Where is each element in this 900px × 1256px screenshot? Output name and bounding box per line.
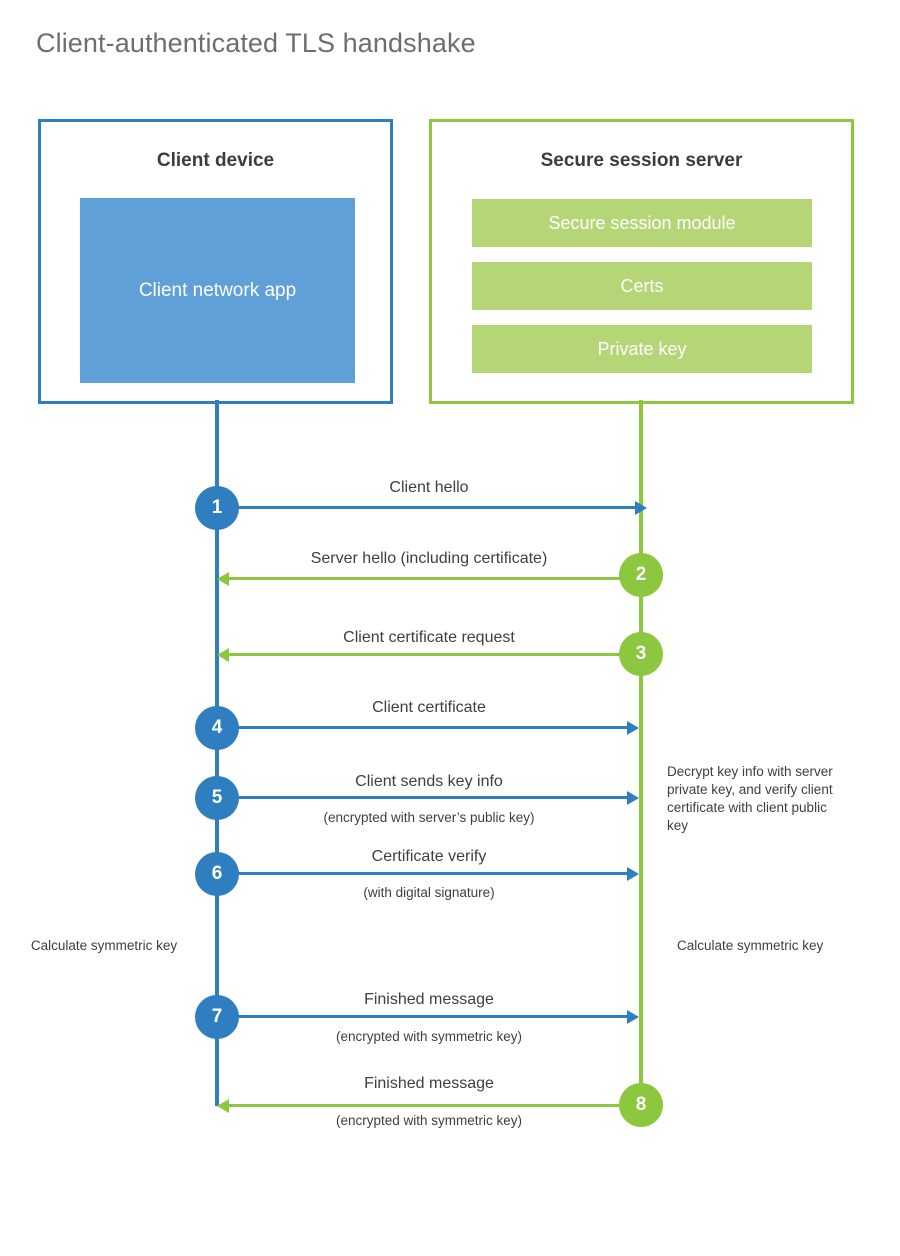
message-arrow-6 <box>219 866 639 881</box>
note-calculate-symmetric-key-client: Calculate symmetric key <box>30 938 178 953</box>
message-arrow-5 <box>219 790 639 805</box>
server-component-private-key: Private key <box>472 325 812 373</box>
server-component-secure-session-module: Secure session module <box>472 199 812 247</box>
step-circle-6[interactable]: 6 <box>195 852 239 896</box>
step-circle-4[interactable]: 4 <box>195 706 239 750</box>
message-arrow-8 <box>217 1098 639 1113</box>
arrowhead-right-icon <box>635 500 647 515</box>
message-label-4: Client certificate <box>372 699 486 716</box>
server-lifeline <box>639 400 643 1106</box>
message-arrow-4 <box>219 720 639 735</box>
note-calculate-symmetric-key-server: Calculate symmetric key <box>677 938 824 953</box>
step-circle-7[interactable]: 7 <box>195 995 239 1039</box>
message-arrow-7 <box>219 1009 639 1024</box>
step-circle-2[interactable]: 2 <box>619 553 663 597</box>
secure-session-server-box: Secure session server Secure session mod… <box>429 119 854 404</box>
client-device-box: Client device Client network app <box>38 119 393 404</box>
arrowhead-right-icon <box>627 866 639 881</box>
step-circle-1[interactable]: 1 <box>195 486 239 530</box>
client-network-app-label: Client network app <box>138 279 297 301</box>
client-lifeline <box>215 400 219 1106</box>
message-arrow-3 <box>217 647 639 662</box>
client-network-app-box: Client network app <box>80 198 355 383</box>
arrowhead-left-icon <box>217 647 229 662</box>
message-label-6: Certificate verify <box>371 848 487 865</box>
message-sublabel-5: (encrypted with server’s public key) <box>323 810 535 825</box>
note-decrypt-key-info: Decrypt key info with server private key… <box>667 764 833 833</box>
page-title: Client-authenticated TLS handshake <box>36 28 476 58</box>
step-circle-5[interactable]: 5 <box>195 776 239 820</box>
message-label-8: Finished message <box>364 1075 494 1092</box>
message-label-2: Server hello (including certificate) <box>310 550 548 567</box>
message-label-7: Finished message <box>364 991 494 1008</box>
message-label-3: Client certificate request <box>343 629 515 646</box>
message-sublabel-6: (with digital signature) <box>363 885 495 900</box>
arrowhead-left-icon <box>217 1098 229 1113</box>
arrowhead-right-icon <box>627 1009 639 1024</box>
message-arrow-1 <box>219 500 647 515</box>
message-label-5: Client sends key info <box>355 773 503 790</box>
message-arrow-2 <box>217 571 639 586</box>
step-circle-3[interactable]: 3 <box>619 632 663 676</box>
arrowhead-right-icon <box>627 790 639 805</box>
message-sublabel-7: (encrypted with symmetric key) <box>335 1029 523 1044</box>
secure-session-server-title: Secure session server <box>540 150 743 171</box>
step-circle-8[interactable]: 8 <box>619 1083 663 1127</box>
arrowhead-left-icon <box>217 571 229 586</box>
client-device-title: Client device <box>156 150 275 171</box>
server-component-certs: Certs <box>472 262 812 310</box>
message-sublabel-8: (encrypted with symmetric key) <box>335 1113 523 1128</box>
message-label-1: Client hello <box>389 479 469 496</box>
arrowhead-right-icon <box>627 720 639 735</box>
